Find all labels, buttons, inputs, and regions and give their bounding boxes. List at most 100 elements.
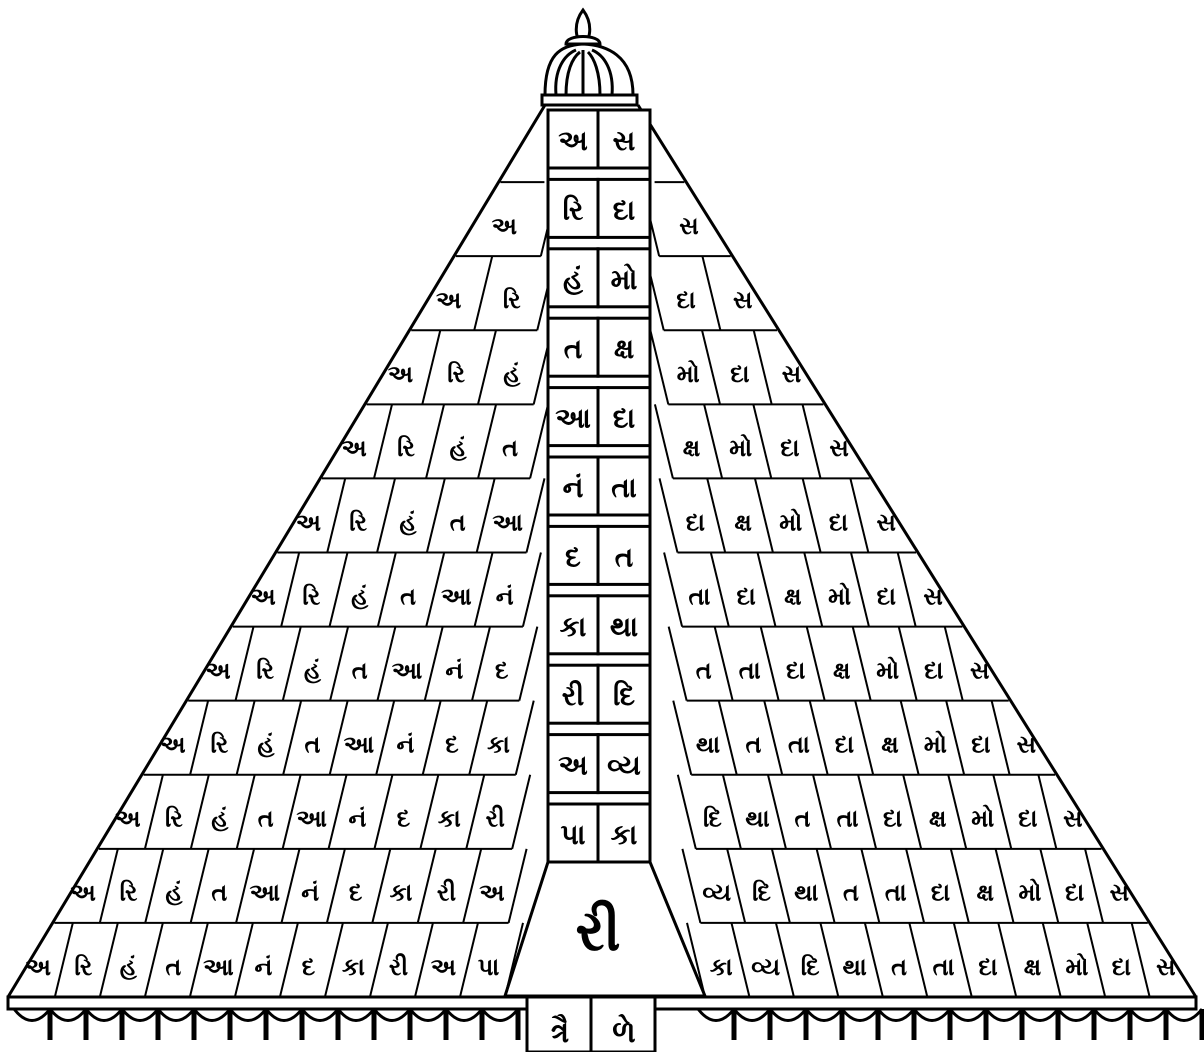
- right-diagonal: [855, 701, 873, 775]
- right-diagonal: [954, 923, 972, 997]
- left-cell-label: રિ: [503, 286, 521, 314]
- scallop: [194, 1009, 230, 1021]
- scallop: [14, 1009, 50, 1021]
- left-cell-label: અ: [436, 286, 461, 314]
- center-left-label: અ: [558, 124, 588, 157]
- left-diagonal: [425, 627, 443, 701]
- left-diagonal: [478, 330, 496, 404]
- right-diagonal: [673, 701, 691, 775]
- left-diagonal: [418, 849, 436, 923]
- right-diagonal: [669, 627, 687, 701]
- right-cell-label: દા: [686, 508, 705, 536]
- left-cell-label: ત: [165, 953, 181, 981]
- center-right-label: વ્ય: [607, 749, 641, 782]
- left-cell-label: હં: [399, 508, 417, 536]
- right-diagonal: [655, 404, 673, 478]
- left-cell-label: રિ: [349, 508, 367, 536]
- scallop: [950, 1009, 986, 1021]
- right-cell-label: મો: [779, 507, 802, 536]
- right-cell-label: સ: [829, 434, 848, 462]
- right-diagonal: [758, 553, 776, 627]
- left-diagonal: [330, 553, 348, 627]
- left-diagonal: [281, 849, 299, 923]
- left-diagonal: [235, 923, 253, 997]
- left-cell-label: અ: [250, 582, 275, 610]
- left-cell-label: કા: [390, 879, 413, 907]
- right-face: સદાસમોદાસક્ષમોદાસદાક્ષમોદાસતાદાક્ષમોદાસત…: [641, 182, 1194, 997]
- left-diagonal: [55, 923, 73, 997]
- left-cell-label: અ: [479, 879, 504, 907]
- right-cell-label: દા: [835, 731, 854, 759]
- left-diagonal: [426, 404, 444, 478]
- right-cell-label: દા: [829, 508, 848, 536]
- right-cell-label: દા: [737, 582, 756, 610]
- left-cell-label: નં: [445, 656, 463, 684]
- right-cell-label: દા: [1065, 879, 1084, 907]
- right-diagonal: [719, 701, 737, 775]
- left-diagonal: [190, 701, 208, 775]
- right-diagonal: [772, 849, 790, 923]
- right-cell-label: થા: [696, 731, 720, 759]
- left-cell-label: આ: [392, 656, 423, 684]
- right-cell-label: દા: [786, 656, 805, 684]
- right-diagonal: [903, 775, 921, 849]
- scallop: [1022, 1009, 1058, 1021]
- center-bottom-box: રી: [505, 862, 705, 996]
- right-cell-label: ક્ષ: [734, 508, 751, 536]
- left-cell-label: અ: [296, 508, 321, 536]
- left-cell-label: રિ: [165, 805, 183, 833]
- right-diagonal: [948, 775, 966, 849]
- left-cell-label: હં: [211, 805, 229, 833]
- left-cell-label: રિ: [210, 731, 228, 759]
- right-cell-label: મો: [876, 655, 899, 684]
- right-diagonal: [998, 923, 1016, 997]
- left-diagonal: [191, 849, 209, 923]
- right-cell-label: સ: [782, 360, 801, 388]
- right-diagonal: [707, 478, 725, 552]
- left-cell-label: રી: [389, 953, 408, 981]
- left-cell-label: નં: [496, 582, 514, 610]
- left-diagonal: [474, 256, 492, 330]
- finial-dome: [542, 10, 637, 105]
- left-diagonal: [519, 627, 537, 701]
- left-diagonal: [469, 701, 487, 775]
- left-cell-label: રિ: [302, 582, 320, 610]
- center-left-label: રી: [562, 679, 584, 712]
- right-cell-label: મો: [729, 433, 752, 462]
- right-cell-label: દા: [730, 360, 749, 388]
- left-cell-label: દ: [397, 805, 411, 833]
- right-diagonal: [731, 923, 749, 997]
- base-label-left: ત્રૈ: [551, 1014, 569, 1050]
- right-cell-label: દા: [883, 805, 902, 833]
- left-diagonal: [422, 330, 440, 404]
- right-diagonal: [1087, 923, 1105, 997]
- right-cell-label: ક્ષ: [1024, 953, 1041, 981]
- right-cell-label: ક્ષ: [683, 434, 700, 462]
- left-cell-label: આ: [441, 582, 472, 610]
- right-cell-label: સ: [1017, 731, 1036, 759]
- center-right-label: થા: [610, 610, 638, 643]
- base-strip: ત્રૈ ળે: [8, 997, 1202, 1052]
- right-diagonal: [650, 330, 668, 404]
- left-diagonal: [237, 775, 255, 849]
- right-diagonal: [851, 553, 869, 627]
- right-diagonal: [996, 849, 1014, 923]
- right-diagonal: [901, 701, 919, 775]
- scallop: [374, 1009, 410, 1021]
- left-cell-label: દ: [495, 656, 509, 684]
- center-right-label: ક્ષ: [614, 332, 634, 365]
- left-cell-label: કા: [438, 805, 461, 833]
- left-diagonal: [374, 404, 392, 478]
- right-diagonal: [817, 849, 835, 923]
- scallop: [158, 1009, 194, 1021]
- right-cell-label: તા: [885, 879, 907, 907]
- left-diagonal: [191, 775, 209, 849]
- right-cell-label: દા: [1018, 805, 1037, 833]
- right-cell-label: થા: [745, 805, 769, 833]
- right-diagonal: [715, 627, 733, 701]
- left-cell-label: અ: [341, 434, 366, 462]
- left-diagonal: [370, 923, 388, 997]
- right-diagonal: [723, 775, 741, 849]
- left-diagonal: [145, 775, 163, 849]
- right-cell-label: દિ: [703, 805, 722, 833]
